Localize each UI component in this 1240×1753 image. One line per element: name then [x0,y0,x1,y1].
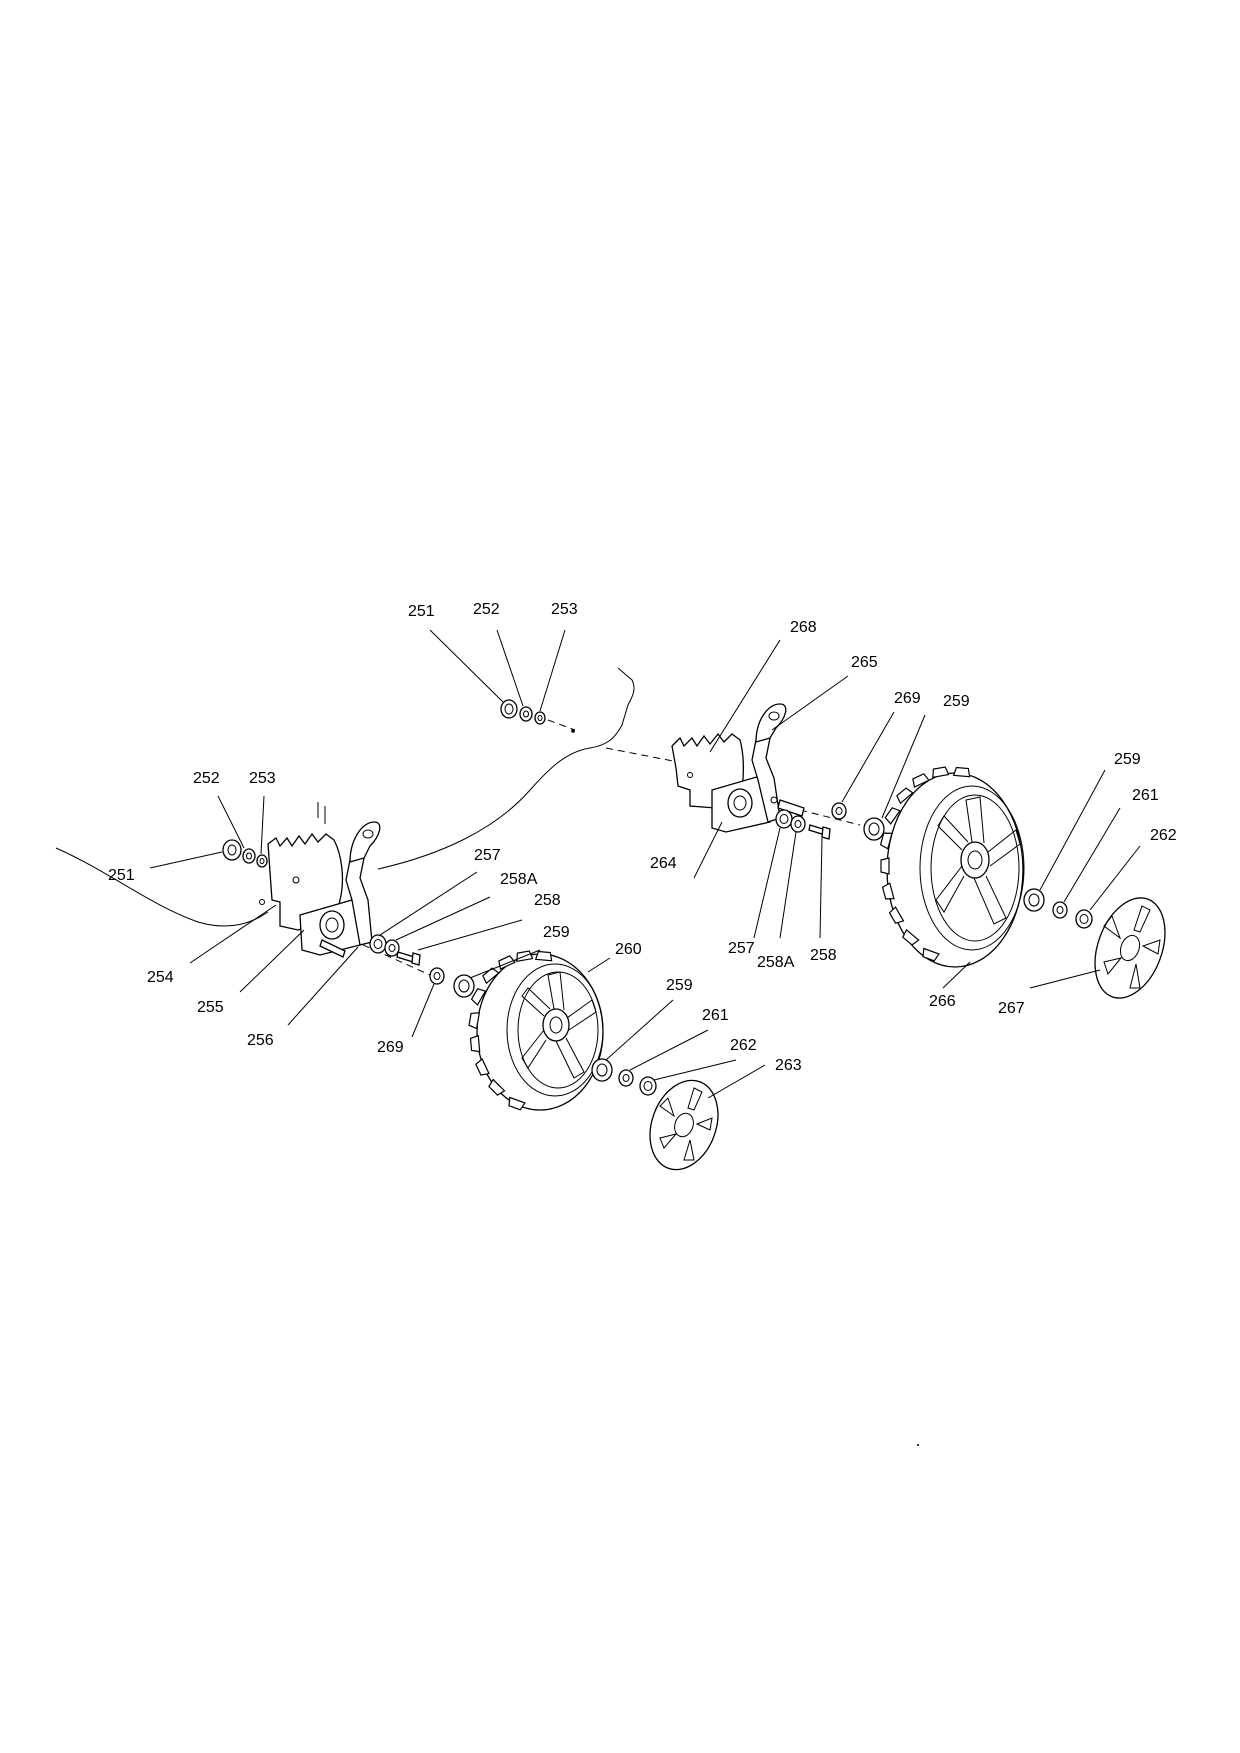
label-269-front: 269 [377,1039,404,1056]
washer-261-rear [1052,901,1068,919]
label-259-rear-a: 259 [943,693,970,710]
label-268: 268 [790,619,817,636]
label-262-front: 262 [730,1037,757,1054]
label-264: 264 [650,855,677,872]
label-258-right: 258 [810,947,837,964]
rear-wheel-assembly [831,766,1166,999]
label-251-left: 251 [108,867,135,884]
bearing-259-front-inner [453,974,475,998]
label-266: 266 [929,993,956,1010]
bearing-259-front-outer [591,1058,613,1082]
label-260: 260 [615,941,642,958]
nut-251-left [222,839,242,861]
deck-outline [55,667,635,927]
washer-253-left [256,854,268,868]
part-labels: 251 252 253 252 253 251 254 255 256 257 … [108,601,1177,1074]
washer-261-front [618,1069,634,1087]
label-263: 263 [775,1057,802,1074]
bolt-258-left [396,951,421,966]
bolt-258-right [808,824,831,840]
label-252-upper: 252 [473,601,500,618]
washer-269-front [429,967,445,985]
label-262-rear: 262 [1150,827,1177,844]
bearing-259-rear-outer [1023,888,1045,912]
label-255: 255 [197,999,224,1016]
label-259-front-b: 259 [666,977,693,994]
hubcap-263 [649,1079,719,1171]
hubcap-267 [1094,897,1166,999]
label-267: 267 [998,1000,1025,1017]
label-265: 265 [851,654,878,671]
label-256: 256 [247,1032,274,1049]
nut-262-front [639,1076,657,1096]
front-wheel-assembly [429,950,719,1171]
label-258a-right: 258A [757,954,795,971]
spacer-258a-left [384,939,400,957]
wheel-266 [879,766,1025,968]
left-height-adjuster [222,821,421,966]
label-252-left: 252 [193,770,220,787]
label-259-front-a: 259 [543,924,570,941]
label-253-left: 253 [249,770,276,787]
upper-nut-washers [500,699,575,733]
washer-253-upper [534,711,546,725]
washer-269-rear [831,802,847,820]
label-258-left: 258 [534,892,561,909]
label-258a-left: 258A [500,871,538,888]
bearing-259-rear-inner [863,817,885,841]
bushing-257-left [369,934,387,954]
label-253-upper: 253 [551,601,578,618]
nut-262-rear [1075,909,1093,929]
spacer-258a-right [790,815,806,833]
wheel-260 [468,950,604,1112]
label-261-front: 261 [702,1007,729,1024]
label-261-rear: 261 [1132,787,1159,804]
bushing-257-right [775,809,793,829]
nut-251-upper [500,699,518,719]
label-251-upper: 251 [408,603,435,620]
washer-252-left [242,848,256,864]
washer-252-upper [519,706,533,722]
label-257-left: 257 [474,847,501,864]
label-257-right: 257 [728,940,755,957]
label-254: 254 [147,969,174,986]
label-269-rear: 269 [894,690,921,707]
right-height-adjuster [671,703,831,840]
leader-lines [149,629,1141,1099]
label-259-rear-b: 259 [1114,751,1141,768]
